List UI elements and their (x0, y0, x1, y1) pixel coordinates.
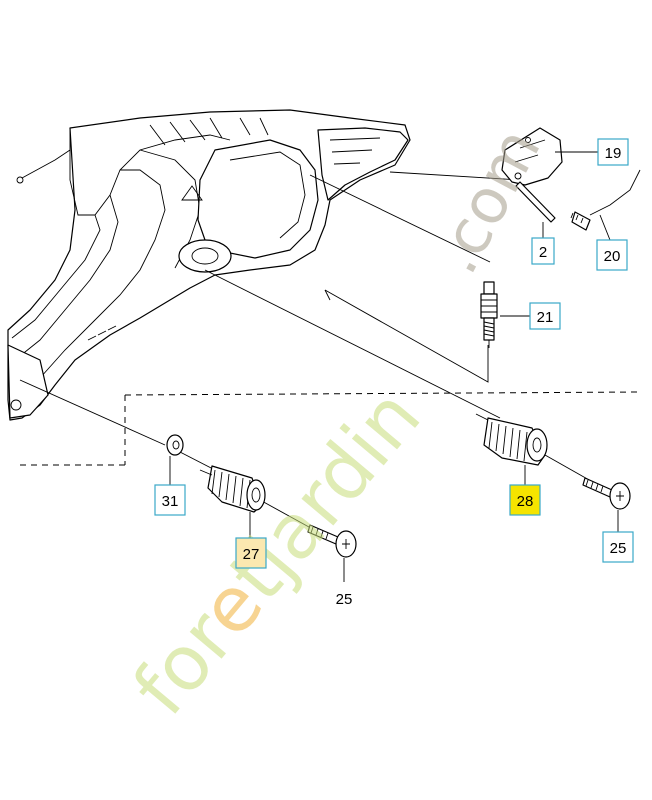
callout-25-right-label: 25 (610, 540, 627, 557)
callout-31-label: 31 (162, 493, 179, 510)
callout-2: 2 (531, 237, 555, 265)
ht-lead-part (570, 169, 641, 231)
callout-20: 20 (596, 239, 628, 271)
callout-25-left: 25 (336, 591, 353, 608)
callout-2-label: 2 (539, 244, 547, 261)
assembly-guides (15, 391, 641, 466)
crankcase-housing (7, 109, 411, 421)
washer-part (166, 434, 184, 456)
av-spring-right-part (475, 413, 548, 466)
spark-plug-part (480, 281, 498, 348)
av-spring-left-part (199, 465, 266, 513)
callout-21: 21 (529, 302, 561, 330)
callout-19-label: 19 (605, 145, 622, 162)
callout-25-left-label: 25 (336, 591, 353, 608)
pin-part (515, 181, 556, 223)
callout-25-right: 25 (602, 531, 634, 563)
callout-20-label: 20 (604, 248, 621, 265)
callout-28-label: 28 (517, 493, 534, 510)
callout-leaders (169, 151, 619, 582)
screw-left-part (307, 524, 357, 558)
callout-27: 27 (235, 537, 267, 569)
watermark-brand: foretjardin (116, 372, 438, 731)
callout-19: 19 (597, 138, 629, 166)
callout-27-label: 27 (243, 546, 260, 563)
ignition-module-part (501, 127, 563, 186)
callout-21-label: 21 (537, 309, 554, 326)
callout-31: 31 (154, 484, 186, 516)
callout-28: 28 (509, 484, 541, 516)
screw-right-part (582, 477, 631, 510)
